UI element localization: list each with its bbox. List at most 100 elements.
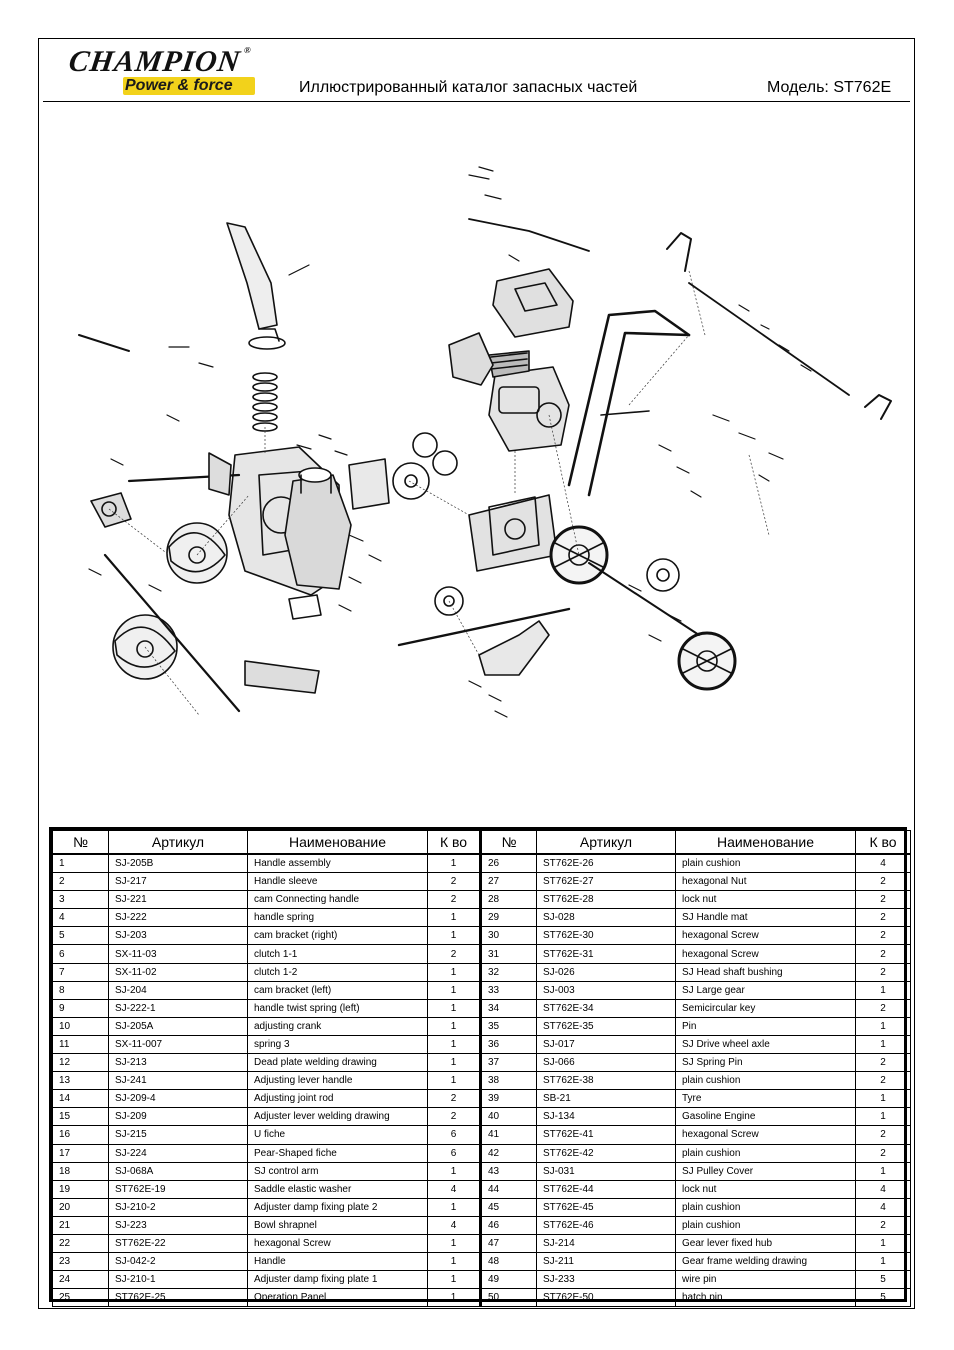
- part-name: hatch pin: [675, 1288, 856, 1308]
- handle-bar-right: [567, 309, 691, 487]
- part-number: 28: [479, 890, 537, 910]
- part-name: spring 3: [247, 1034, 428, 1055]
- part-number: 15: [52, 1107, 109, 1127]
- part-article: SJ-222: [108, 908, 248, 928]
- part-qty: 2: [427, 944, 481, 964]
- part-name: Bowl shrapnel: [247, 1215, 428, 1235]
- part-article: ST762E-31: [536, 944, 676, 964]
- part-article: ST762E-22: [108, 1233, 248, 1254]
- part-qty: 6: [427, 1143, 481, 1163]
- part-article: ST762E-19: [108, 1179, 248, 1199]
- part-article: SJ-017: [536, 1034, 676, 1055]
- part-name: hexagonal Screw: [675, 926, 856, 946]
- chute-part: [226, 222, 278, 330]
- part-number: 2: [52, 872, 109, 892]
- part-number: 42: [479, 1143, 537, 1163]
- part-name: Gasoline Engine: [675, 1107, 856, 1127]
- part-number: 18: [52, 1161, 109, 1181]
- part-qty: 1: [427, 1270, 481, 1290]
- part-name: SJ Spring Pin: [675, 1053, 856, 1073]
- col-qty-right: К во: [855, 830, 911, 855]
- col-article-left: Артикул: [108, 830, 248, 855]
- part-article: SJ-211: [536, 1252, 676, 1272]
- part-number: 50: [479, 1288, 537, 1308]
- part-article: SJ-203: [108, 926, 248, 946]
- brand-name: CHAMPION®: [66, 45, 253, 78]
- part-number: 46: [479, 1215, 537, 1235]
- part-name: SJ control arm: [247, 1161, 428, 1181]
- part-article: SJ-241: [108, 1071, 248, 1091]
- part-number: 32: [479, 962, 537, 982]
- part-number: 5: [52, 926, 109, 946]
- part-article: ST762E-42: [536, 1143, 676, 1163]
- part-article: SJ-221: [108, 890, 248, 910]
- part-qty: 5: [855, 1270, 911, 1290]
- part-name: Dead plate welding drawing: [247, 1053, 428, 1073]
- part-qty: 6: [427, 1125, 481, 1145]
- parts-table-wrapper: № Артикул Наименование К во № Артикул На…: [49, 827, 911, 1308]
- part-number: 20: [52, 1197, 109, 1217]
- part-number: 35: [479, 1016, 537, 1036]
- part-article: ST762E-41: [536, 1125, 676, 1145]
- part-article: SJ-205B: [108, 853, 248, 874]
- part-qty: 1: [855, 1089, 911, 1109]
- part-qty: 1: [427, 1016, 481, 1036]
- part-name: hexagonal Screw: [675, 1125, 856, 1145]
- part-qty: 1: [427, 926, 481, 946]
- part-name: SJ Large gear: [675, 980, 856, 1000]
- part-number: 47: [479, 1233, 537, 1254]
- col-article-right: Артикул: [536, 830, 676, 855]
- part-article: SJ-222-1: [108, 998, 248, 1018]
- part-name: lock nut: [675, 890, 856, 910]
- part-qty: 2: [855, 890, 911, 910]
- part-name: plain cushion: [675, 853, 856, 874]
- adjuster-rod: [468, 218, 590, 252]
- spring-stack: [252, 372, 278, 432]
- skid-shoe: [244, 660, 320, 694]
- part-qty: 5: [855, 1288, 911, 1308]
- part-number: 29: [479, 908, 537, 928]
- part-number: 36: [479, 1034, 537, 1055]
- part-number: 49: [479, 1270, 537, 1290]
- part-article: ST762E-50: [536, 1288, 676, 1308]
- part-qty: 4: [427, 1179, 481, 1199]
- part-article: SJ-042-2: [108, 1252, 248, 1272]
- part-number: 41: [479, 1125, 537, 1145]
- col-num-left: №: [52, 830, 109, 855]
- part-qty: 2: [427, 890, 481, 910]
- part-number: 38: [479, 1071, 537, 1091]
- part-qty: 1: [855, 1233, 911, 1254]
- part-name: handle twist spring (left): [247, 998, 428, 1018]
- part-name: handle spring: [247, 908, 428, 928]
- part-qty: 1: [855, 1034, 911, 1055]
- part-article: SJ-217: [108, 872, 248, 892]
- part-number: 30: [479, 926, 537, 946]
- part-number: 7: [52, 962, 109, 982]
- part-name: cam bracket (left): [247, 980, 428, 1000]
- part-article: SJ-213: [108, 1053, 248, 1073]
- part-name: Pear-Shaped fiche: [247, 1143, 428, 1163]
- part-name: Tyre: [675, 1089, 856, 1109]
- part-number: 37: [479, 1053, 537, 1073]
- part-qty: 2: [855, 908, 911, 928]
- part-number: 4: [52, 908, 109, 928]
- part-name: adjusting crank: [247, 1016, 428, 1036]
- main-frame: [468, 494, 558, 572]
- model-label: Модель: ST762E: [767, 79, 892, 96]
- part-number: 16: [52, 1125, 109, 1145]
- part-name: SJ Handle mat: [675, 908, 856, 928]
- part-name: hexagonal Screw: [247, 1233, 428, 1254]
- part-qty: 1: [427, 1252, 481, 1272]
- part-qty: 2: [855, 926, 911, 946]
- gear-wheel: [434, 586, 464, 616]
- part-qty: 2: [855, 944, 911, 964]
- part-qty: 1: [427, 1197, 481, 1217]
- part-name: hexagonal Screw: [675, 944, 856, 964]
